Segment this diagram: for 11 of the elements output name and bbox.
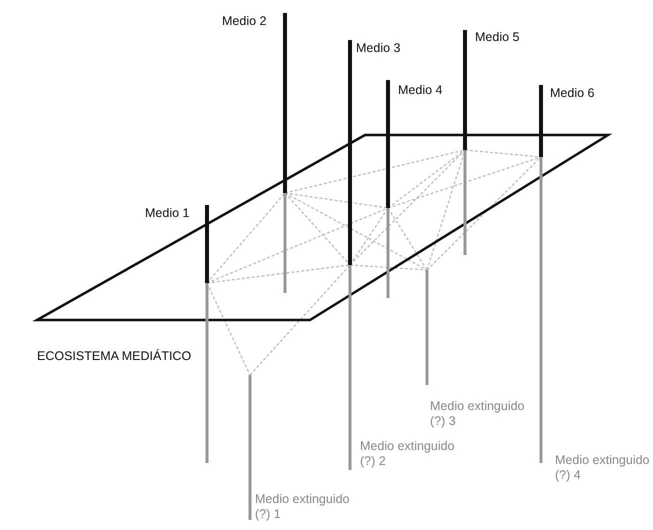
- medium-label: Medio 4: [398, 83, 442, 98]
- ecosystem-label: ECOSISTEMA MEDIÁTICO: [37, 349, 192, 364]
- extinct-medium-label: Medio extinguido (?) 2: [360, 439, 456, 469]
- medium-label: Medio 1: [145, 206, 190, 221]
- medium-label: Medio 6: [550, 86, 594, 101]
- medium-label: Medio 2: [222, 14, 266, 29]
- medium-label: Medio 5: [475, 30, 520, 45]
- extinct-medium-label: Medio extinguido (?) 3: [430, 399, 526, 429]
- medium-label: Medio 3: [356, 41, 400, 56]
- extinct-medium-label: Medio extinguido (?) 4: [555, 453, 651, 483]
- extinct-medium-label: Medio extinguido (?) 1: [255, 492, 351, 522]
